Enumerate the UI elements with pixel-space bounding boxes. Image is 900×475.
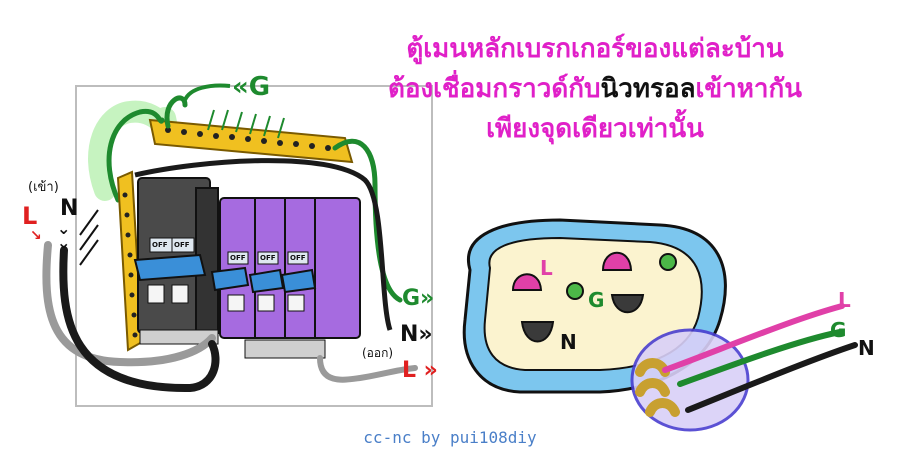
plug: [630, 303, 858, 432]
sub-breaker-off-label-3: OFF: [290, 254, 306, 262]
sub-breaker-off-label-1: OFF: [230, 254, 246, 262]
socket-live-label: L: [540, 256, 553, 280]
plug-neutral-label: N: [858, 336, 875, 360]
sub-breakers: [210, 197, 361, 359]
main-breaker-off-label-1: OFF: [152, 241, 168, 249]
main-breaker: [133, 177, 219, 345]
ground-top-wire: [183, 83, 231, 102]
incoming-live-cable: [42, 241, 216, 367]
title-line-2-part-3: เข้าหากัน: [695, 74, 803, 104]
live-arrow-label: ↘: [30, 228, 42, 244]
out-note-label: (ออก): [362, 346, 394, 360]
incoming-note-label: (เข้า): [28, 180, 59, 195]
title-line-2-part-2: นิวทรอล: [600, 74, 696, 104]
plug-live-label: L: [838, 288, 851, 312]
sub-breaker-off-label-2: OFF: [260, 254, 276, 262]
incoming-neutral-label: N: [60, 196, 79, 221]
plug-ground-label: G: [830, 318, 847, 342]
ground-top-label: «G: [232, 72, 271, 102]
socket-neutral-label: N: [560, 330, 577, 354]
neutral-arrows-label: ⌄⌄: [57, 219, 71, 252]
title-line-2-part-1: ต้องเชื่อมกราวด์กับ: [387, 74, 601, 104]
neutral-bus-wire: [134, 158, 393, 331]
incoming-neutral-cable: [59, 246, 220, 393]
outgoing-live-cable: [317, 355, 418, 383]
incoming-live-label: L: [22, 202, 38, 230]
ground-bond-wire: [106, 95, 188, 203]
title-line-3: เพียงจุดเดียวเท่านั้น: [486, 114, 704, 144]
ground-out-wire: [332, 138, 403, 303]
live-out-label: L »: [402, 358, 438, 383]
socket-ground-label: G: [588, 288, 605, 312]
ground-bus-bar: [148, 109, 354, 164]
neutral-out-label: N»: [400, 322, 433, 347]
main-breaker-off-label-2: OFF: [174, 241, 190, 249]
ground-out-label: G»: [402, 286, 435, 311]
title-line-2: ต้องเชื่อมกราวด์กับนิวทรอลเข้าหากัน: [330, 72, 860, 106]
title-line-1: ตู้เมนหลักเบรกเกอร์ของแต่ละบ้าน: [406, 34, 784, 64]
credit-text: cc-nc by pui108diy: [363, 428, 537, 447]
incoming-arrows: [79, 209, 99, 266]
